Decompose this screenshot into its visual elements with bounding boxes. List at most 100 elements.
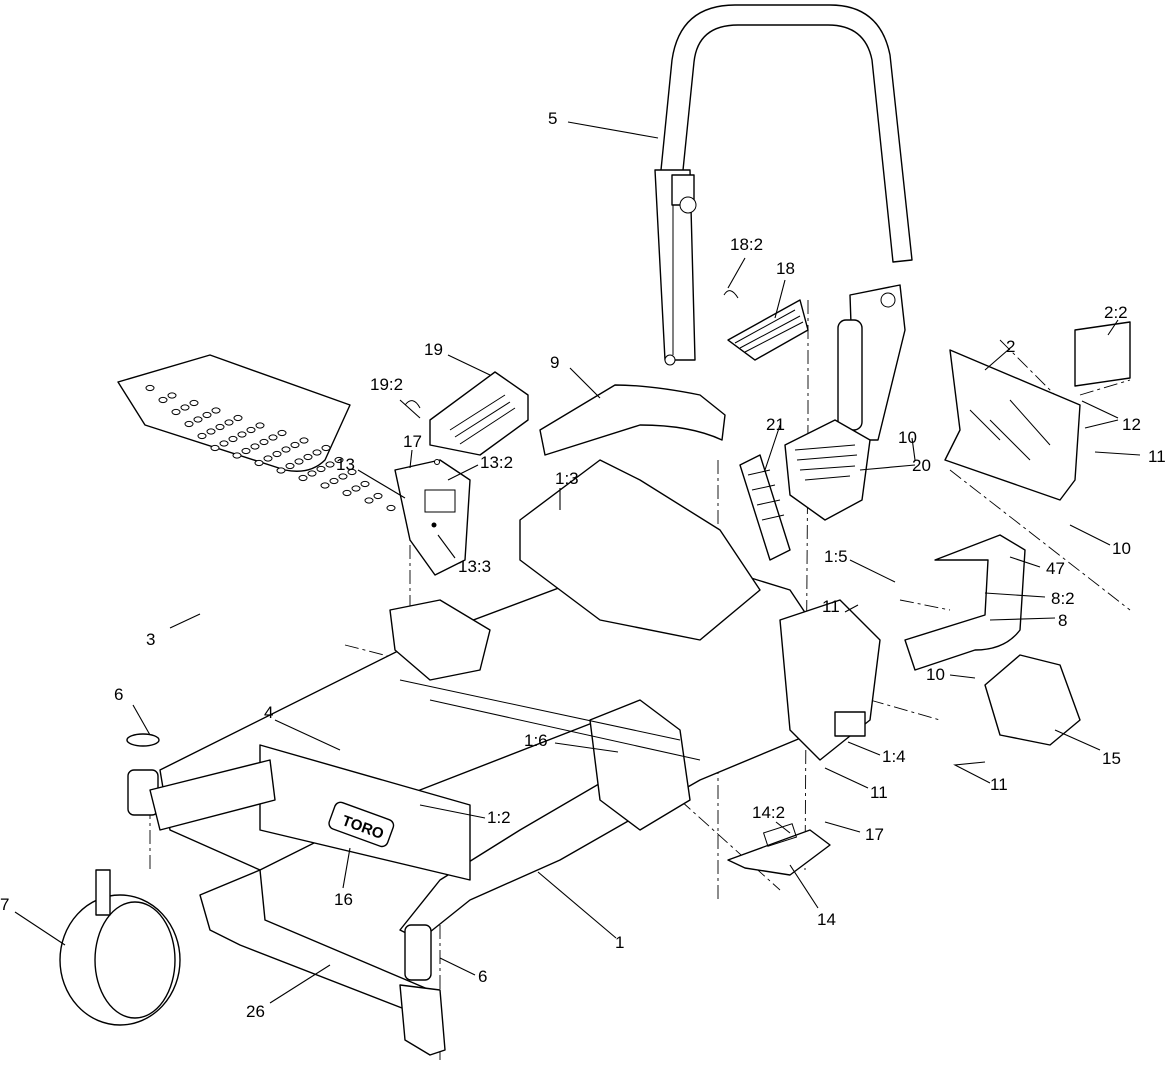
callout-18: 18 — [776, 259, 795, 278]
floor-pan-hole — [189, 399, 199, 407]
floor-pan-hole — [233, 414, 243, 422]
floor-pan-hole — [307, 470, 317, 477]
floor-pan-hole — [329, 477, 339, 485]
callout-17-b: 17 — [865, 825, 884, 844]
step-bracket-19 — [404, 371, 529, 456]
callout-2-2: 2:2 — [1104, 303, 1128, 322]
grille-21 — [739, 454, 791, 561]
floor-pan-hole — [167, 392, 177, 399]
floor-pan-hole — [272, 450, 282, 458]
floor-pan-hole — [145, 384, 155, 392]
floor-pan-hole — [312, 449, 322, 456]
floor-pan-hole — [281, 446, 291, 453]
callout-21: 21 — [766, 415, 785, 434]
callout-1-5: 1:5 — [824, 547, 848, 566]
callout-17-a: 17 — [403, 432, 422, 451]
floor-pan-hole — [338, 473, 348, 480]
floor-pan-3 — [117, 354, 396, 512]
rear-plate-2 — [944, 321, 1131, 501]
floor-pan-hole — [316, 465, 326, 473]
floor-pan-hole — [184, 420, 194, 428]
floor-pan-hole — [250, 443, 260, 450]
callout-16: 16 — [334, 890, 353, 909]
callout-11-b: 11 — [822, 597, 840, 616]
callout-11-d: 11 — [990, 775, 1008, 794]
floor-pan-hole — [180, 404, 190, 411]
floor-pan-hole — [193, 416, 203, 423]
callout-labels: 5 18:2 18 2:2 2 12 11 10 10 47 8:2 8 20 … — [0, 109, 1166, 1021]
callout-5: 5 — [548, 109, 557, 128]
floor-pan-hole — [277, 429, 287, 437]
floor-pan-hole — [224, 419, 234, 426]
floor-pan-hole — [373, 492, 383, 500]
callout-1-2: 1:2 — [487, 808, 511, 827]
floor-pan-hole — [206, 428, 216, 435]
plate-14 — [727, 823, 831, 876]
floor-pan-hole — [285, 462, 295, 470]
front-axle-26 — [199, 869, 446, 1056]
floor-pan-hole — [202, 411, 212, 419]
floor-pan-hole — [215, 423, 225, 431]
floor-pan-hole — [290, 441, 300, 449]
floor-pan-hole — [263, 455, 273, 462]
floor-pan-hole — [259, 438, 269, 446]
callout-15: 15 — [1102, 749, 1121, 768]
floor-pan-hole — [211, 407, 221, 414]
callout-7: 7 — [0, 895, 9, 914]
floor-pan-hole — [321, 444, 331, 452]
floor-pan-hole — [360, 480, 370, 488]
floor-pan-hole — [254, 459, 264, 467]
callout-13-2: 13:2 — [480, 453, 513, 472]
callout-9: 9 — [550, 353, 559, 372]
leader-lines — [14, 121, 1141, 1004]
bumper-8 — [904, 534, 1026, 671]
floor-pan-hole — [171, 408, 181, 416]
callout-10-c: 10 — [926, 665, 945, 684]
floor-pan-hole — [320, 482, 330, 489]
floor-pan-hole — [219, 440, 229, 447]
callout-11-a: 11 — [1148, 447, 1166, 466]
callout-1-6: 1:6 — [524, 731, 548, 750]
callout-8: 8 — [1058, 611, 1067, 630]
floor-pan-hole — [210, 444, 220, 452]
floor-pan-hole — [386, 504, 396, 512]
callout-6-b: 6 — [478, 967, 487, 986]
callout-13-3: 13:3 — [458, 557, 491, 576]
floor-pan-hole — [232, 452, 242, 459]
switch-bracket-13 — [394, 459, 471, 576]
callout-47: 47 — [1046, 559, 1065, 578]
roll-bar — [654, 4, 913, 466]
callout-20: 20 — [912, 456, 931, 475]
floor-pan-hole — [268, 434, 278, 441]
callout-19-2: 19:2 — [370, 375, 403, 394]
floor-pan-hole — [303, 453, 313, 461]
floor-pan-hole — [298, 474, 308, 482]
callout-4: 4 — [264, 703, 273, 722]
callout-6-a: 6 — [114, 685, 123, 704]
callout-26: 26 — [246, 1002, 265, 1021]
fender-bracket-9 — [539, 384, 726, 456]
floor-pan-hole — [241, 447, 251, 455]
callout-1-4: 1:4 — [882, 747, 906, 766]
callout-2: 2 — [1006, 337, 1015, 356]
step-bracket-18 — [723, 290, 809, 361]
floor-pan-hole — [325, 461, 335, 468]
callout-19: 19 — [424, 340, 443, 359]
front-plate-16: TORO — [259, 744, 471, 881]
main-frame-1 — [159, 459, 881, 941]
callout-12: 12 — [1122, 415, 1141, 434]
floor-pan-hole — [364, 497, 374, 504]
callout-14: 14 — [817, 910, 836, 929]
floor-pan-hole — [342, 489, 352, 497]
callout-18-2: 18:2 — [730, 235, 763, 254]
floor-pan-hole — [334, 456, 344, 464]
callout-8-2: 8:2 — [1051, 589, 1075, 608]
floor-pan-hole — [197, 432, 207, 440]
callout-11-c: 11 — [870, 783, 888, 802]
callout-14-2: 14:2 — [752, 803, 785, 822]
floor-pan-hole — [299, 437, 309, 444]
hitch-15 — [984, 654, 1081, 746]
callout-10-a: 10 — [898, 428, 917, 447]
callout-13: 13 — [336, 455, 355, 474]
